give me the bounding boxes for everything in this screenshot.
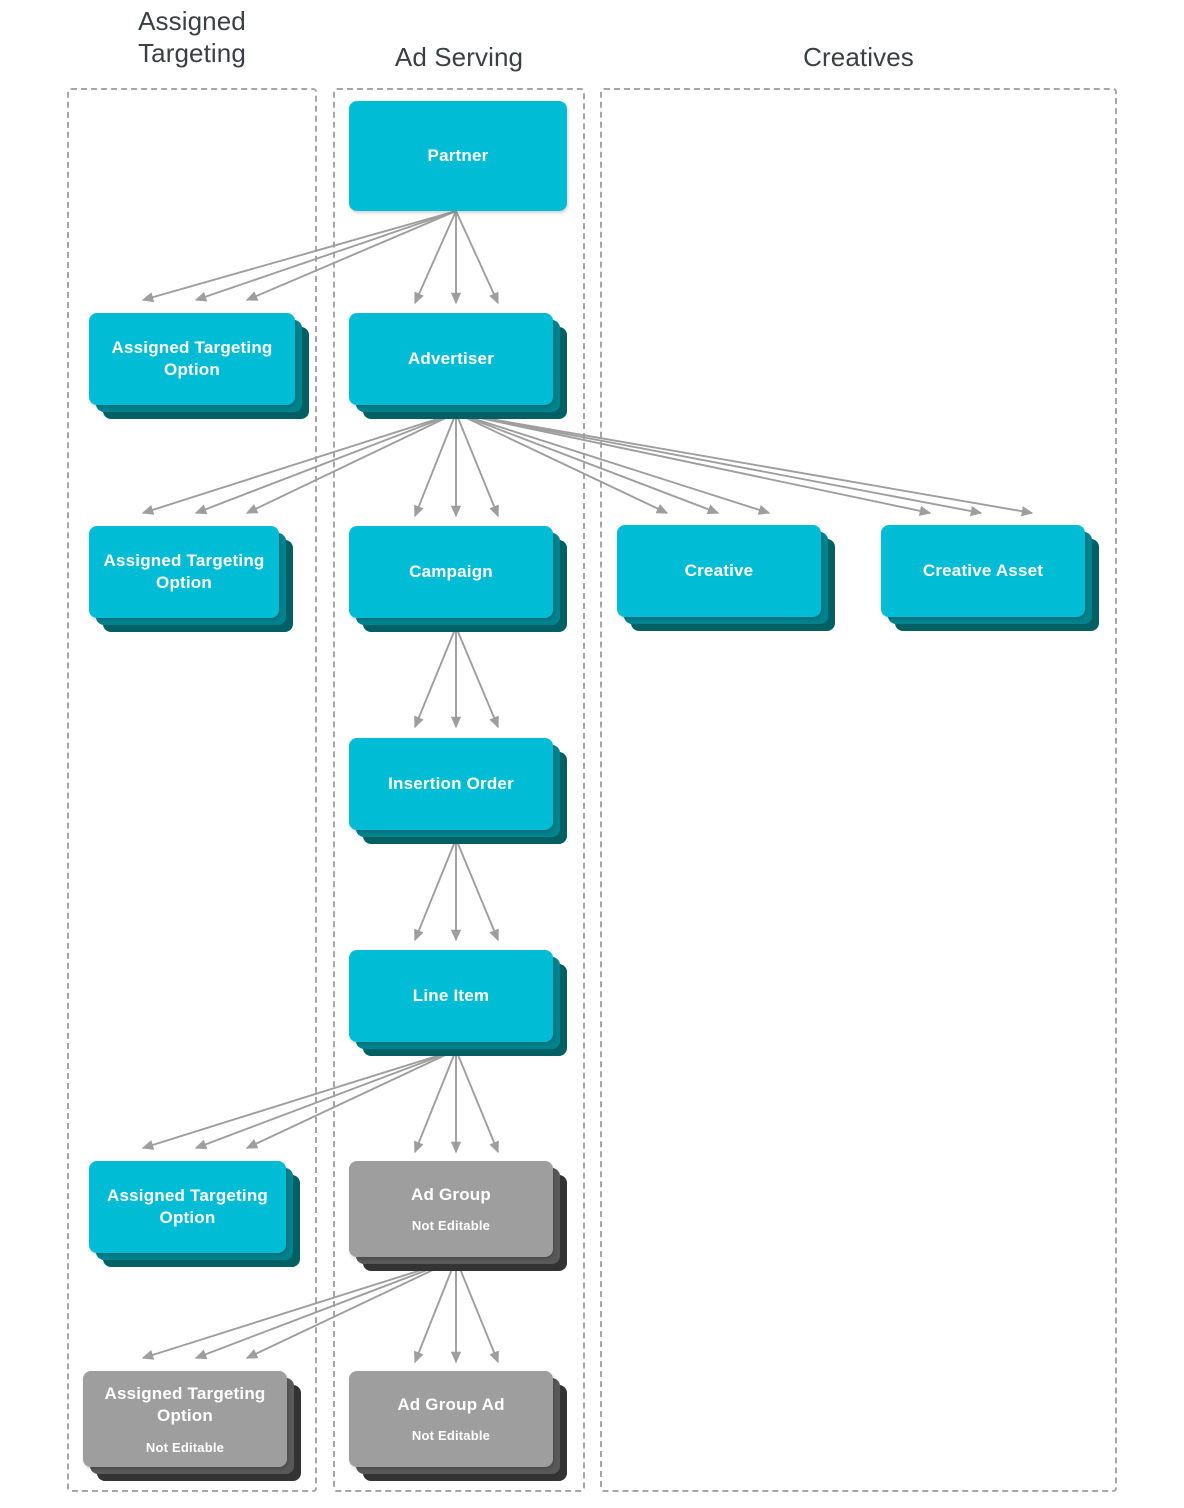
node-ato-advertiser-title: Assigned Targeting Option xyxy=(103,550,265,592)
node-campaign[interactable]: Campaign xyxy=(349,526,567,632)
node-ato-ad-group[interactable]: Assigned Targeting Option Not Editable xyxy=(83,1371,301,1481)
node-ad-group-ad[interactable]: Ad Group Ad Not Editable xyxy=(349,1371,567,1481)
group-container-assigned-targeting xyxy=(67,88,317,1492)
node-partner-title: Partner xyxy=(427,145,489,165)
node-creative[interactable]: Creative xyxy=(617,525,835,631)
node-ad-group-ad-not-editable-badge: Not Editable xyxy=(411,1428,491,1444)
node-ato-ad-group-not-editable-badge: Not Editable xyxy=(145,1439,225,1455)
node-ad-group-title: Ad Group xyxy=(411,1184,491,1204)
node-ad-group-not-editable-badge: Not Editable xyxy=(411,1218,491,1234)
node-ad-group-face[interactable]: Ad Group Not Editable xyxy=(349,1161,553,1257)
group-container-ad-serving xyxy=(333,88,585,1492)
node-ato-line-item[interactable]: Assigned Targeting Option xyxy=(89,1161,300,1267)
node-ad-group-ad-face[interactable]: Ad Group Ad Not Editable xyxy=(349,1371,553,1467)
node-creative-title: Creative xyxy=(684,560,754,580)
node-ad-group[interactable]: Ad Group Not Editable xyxy=(349,1161,567,1271)
column-header-line-2: Targeting xyxy=(138,37,246,68)
node-partner[interactable]: Partner xyxy=(349,101,567,211)
node-advertiser[interactable]: Advertiser xyxy=(349,313,567,419)
node-creative-asset-face[interactable]: Creative Asset xyxy=(881,525,1085,617)
node-line-item-title: Line Item xyxy=(412,985,490,1005)
node-advertiser-title: Advertiser xyxy=(407,348,495,368)
node-ato-line-item-face[interactable]: Assigned Targeting Option xyxy=(89,1161,286,1253)
node-insertion-order-title: Insertion Order xyxy=(388,773,514,793)
column-header-ad-serving: Ad Serving xyxy=(394,42,524,72)
node-line-item-face[interactable]: Line Item xyxy=(349,950,553,1042)
node-insertion-order-face[interactable]: Insertion Order xyxy=(349,738,553,830)
column-header-creatives: Creatives xyxy=(803,42,914,72)
node-ato-partner-title: Assigned Targeting Option xyxy=(111,337,273,379)
node-creative-asset-title: Creative Asset xyxy=(922,560,1044,580)
node-line-item[interactable]: Line Item xyxy=(349,950,567,1056)
column-header-assigned-targeting: Assigned Targeting xyxy=(67,6,317,69)
node-ato-partner[interactable]: Assigned Targeting Option xyxy=(89,313,309,419)
node-campaign-face[interactable]: Campaign xyxy=(349,526,553,618)
node-advertiser-face[interactable]: Advertiser xyxy=(349,313,553,405)
node-creative-asset[interactable]: Creative Asset xyxy=(881,525,1099,631)
node-partner-face[interactable]: Partner xyxy=(349,101,567,211)
node-ato-ad-group-title: Assigned Targeting Option xyxy=(104,1383,266,1426)
node-ato-advertiser-face[interactable]: Assigned Targeting Option xyxy=(89,526,279,618)
node-insertion-order[interactable]: Insertion Order xyxy=(349,738,567,844)
column-header-line-1: Assigned xyxy=(138,6,246,36)
node-ato-partner-face[interactable]: Assigned Targeting Option xyxy=(89,313,295,405)
node-creative-face[interactable]: Creative xyxy=(617,525,821,617)
node-campaign-title: Campaign xyxy=(409,561,493,581)
group-container-creatives xyxy=(600,88,1117,1492)
node-ato-ad-group-face[interactable]: Assigned Targeting Option Not Editable xyxy=(83,1371,287,1467)
node-ad-group-ad-title: Ad Group Ad xyxy=(397,1394,505,1414)
node-ato-line-item-title: Assigned Targeting Option xyxy=(106,1185,269,1227)
node-ato-advertiser[interactable]: Assigned Targeting Option xyxy=(89,526,293,632)
